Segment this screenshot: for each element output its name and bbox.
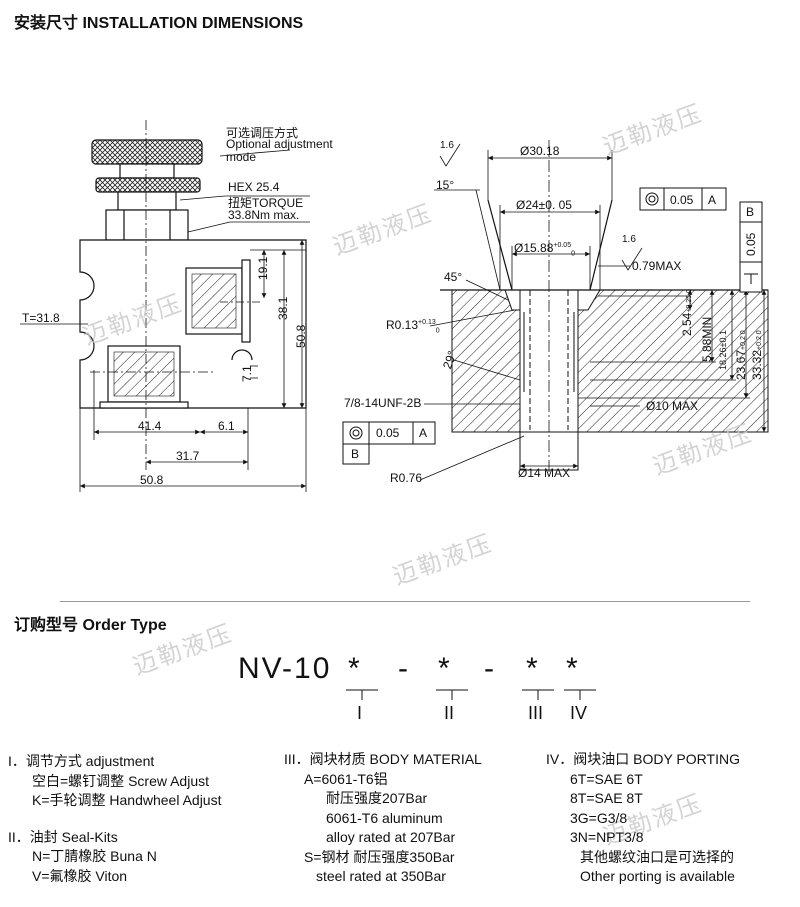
porting-6t: 6T=SAE 6T	[570, 770, 643, 787]
dim-079: 0.79MAX	[632, 259, 682, 273]
tol1-datum: A	[708, 193, 717, 207]
material-steel-en: steel rated at 350Bar	[316, 868, 446, 884]
dim-r076: R0.76	[390, 471, 423, 485]
dim-d14: Ø14 MAX	[518, 466, 571, 480]
porting-heading: IV．阀块油口 BODY PORTING	[546, 751, 740, 767]
dim-r013: R0.13+0.130	[386, 318, 440, 335]
dim-50-8-h: 50.8	[140, 473, 164, 487]
tol1-value: 0.05	[670, 193, 694, 207]
body-porting-list: IV．阀块油口 BODY PORTING 6T=SAE 6T 8T=SAE 8T…	[546, 750, 740, 887]
installation-title: 安装尺寸 INSTALLATION DIMENSIONS	[14, 15, 304, 32]
dim-d24: Ø24±0. 05	[516, 198, 572, 212]
material-heading: III．阀块材质 BODY MATERIAL	[284, 751, 482, 767]
order-sep-1: -	[398, 652, 410, 685]
porting-3g: 3G=G3/8	[570, 809, 628, 826]
adjust-label-cn: 可选调压方式	[226, 126, 299, 140]
tol2-value: 0.05	[376, 426, 400, 440]
porting-other-cn: 其他螺纹油口是可选择的	[580, 848, 734, 865]
datum-b-2: B	[351, 447, 360, 461]
body-material-list: III．阀块材质 BODY MATERIAL A=6061-T6铝 耐压强度20…	[284, 750, 482, 887]
datum-b: B	[746, 205, 755, 219]
order-sep-2: -	[484, 652, 496, 685]
dim-d10: Ø10 MAX	[646, 399, 699, 413]
torque-value: 33.8Nm max.	[228, 208, 300, 222]
adjustment-handwheel: K=手轮调整 Handwheel Adjust	[32, 792, 222, 808]
t-dimension: T=31.8	[22, 311, 60, 325]
finish-2: 1.6	[622, 234, 636, 245]
order-slot-3: *	[526, 652, 540, 685]
order-slot-4: *	[566, 652, 580, 685]
roman-2: II	[444, 703, 455, 723]
material-steel: S=钢材 耐压强度350Bar	[304, 848, 455, 865]
torque-label: 扭矩TORQUE	[228, 196, 304, 210]
material-aluminum-rating: 耐压强度207Bar	[326, 790, 428, 806]
material-aluminum-en: 6061-T6 aluminum	[326, 809, 443, 826]
porting-3n: 3N=NPT3/8	[570, 829, 644, 845]
porting-8t: 8T=SAE 8T	[570, 790, 643, 806]
installation-drawing	[20, 120, 769, 492]
hex-label: HEX 25.4	[228, 180, 280, 194]
seal-heading: II．油封 Seal-Kits	[8, 828, 118, 845]
porting-other-en: Other porting is available	[580, 868, 735, 884]
section-divider	[60, 601, 750, 602]
order-type-title: 订购型号 Order Type	[14, 617, 167, 634]
adjustment-list: I．调节方式 adjustment 空白=螺钉调整 Screw Adjust K…	[8, 752, 221, 886]
adjust-label-en1: Optional adjustment	[226, 137, 333, 151]
tolerance-frames	[342, 187, 763, 465]
order-code: NV-10	[238, 652, 332, 685]
roman-3: III	[528, 703, 544, 723]
tol2-datum: A	[419, 426, 428, 440]
roman-4: IV	[570, 703, 588, 723]
seal-viton: V=氟橡胶 Viton	[32, 867, 128, 884]
dim-41-4: 41.4	[138, 419, 162, 433]
material-aluminum-rating-en: alloy rated at 207Bar	[326, 829, 456, 845]
order-slot-1: *	[348, 652, 362, 685]
finish-1: 1.6	[440, 140, 454, 151]
angle-45: 45°	[444, 270, 463, 284]
order-slot-2: *	[438, 652, 452, 685]
dim-31-7: 31.7	[176, 449, 200, 463]
dim-6-1: 6.1	[218, 419, 235, 433]
adjust-label-en2: mode	[226, 150, 257, 164]
left-dimensions	[20, 149, 310, 492]
roman-1: I	[357, 703, 363, 723]
thread-spec: 7/8-14UNF-2B	[344, 396, 422, 410]
adjustment-heading: I．调节方式 adjustment	[8, 753, 155, 769]
dim-d30: Ø30.18	[520, 144, 560, 158]
angle-15: 15°	[436, 178, 455, 192]
right-dimensions	[419, 143, 767, 481]
adjustment-screw: 空白=螺钉调整 Screw Adjust	[32, 772, 209, 789]
dim-d1588: Ø15.88+0.050	[514, 241, 575, 258]
right-view	[440, 140, 769, 480]
material-aluminum: A=6061-T6铝	[304, 770, 388, 787]
left-view	[79, 120, 307, 470]
hex-nut	[105, 209, 189, 241]
seal-buna: N=丁腈橡胶 Buna N	[32, 848, 157, 864]
